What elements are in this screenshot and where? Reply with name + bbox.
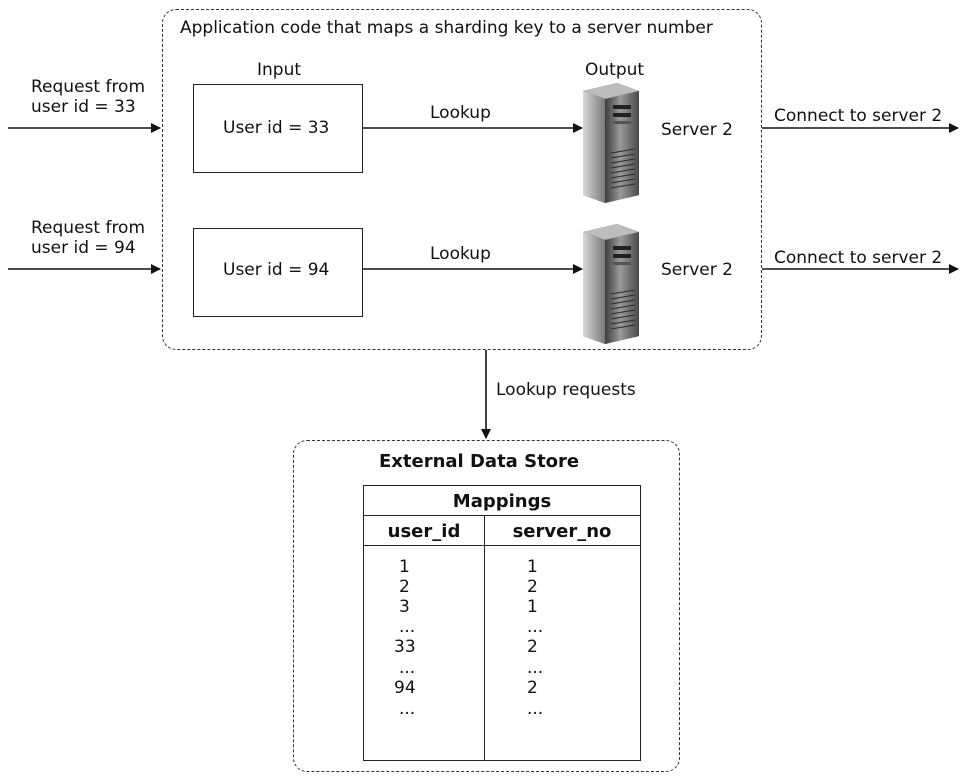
request-label-line2: user id = 94 <box>31 238 136 258</box>
table-cell: 2 <box>527 678 538 698</box>
input-box-2 <box>193 228 363 317</box>
lookup-label-1: Lookup <box>430 103 491 123</box>
request-label-line2: user id = 33 <box>31 97 136 117</box>
table-cell: 94 <box>394 678 416 698</box>
table-cell: 33 <box>394 637 416 657</box>
input-box-1 <box>193 84 363 173</box>
server-icon <box>583 224 639 344</box>
external-data-store-title: External Data Store <box>379 451 580 472</box>
application-box <box>162 9 762 350</box>
table-cell: 2 <box>527 577 538 597</box>
table-cell: 1 <box>399 557 410 577</box>
request-label-1: Request from user id = 33 <box>31 77 145 117</box>
table-cell: ... <box>399 658 416 678</box>
mappings-table: Mappings user_id server_no 1 1 2 2 3 1 .… <box>363 485 641 761</box>
column-separator <box>484 516 485 760</box>
table-title: Mappings <box>452 491 552 512</box>
column-header-server-no: server_no <box>512 521 612 542</box>
lookup-label-2: Lookup <box>430 244 491 264</box>
table-cell: ... <box>527 658 544 678</box>
connect-label-1: Connect to server 2 <box>774 106 943 126</box>
table-cell: 3 <box>399 597 410 617</box>
table-cell: ... <box>399 699 416 719</box>
table-cell: ... <box>399 617 416 637</box>
table-cell: ... <box>527 617 544 637</box>
server-label-1: Server 2 <box>661 120 733 140</box>
input-label: Input <box>257 60 302 80</box>
table-cell: 1 <box>527 557 538 577</box>
table-cell: 1 <box>527 597 538 617</box>
request-label-line1: Request from <box>31 77 146 97</box>
external-data-store-box <box>293 440 680 772</box>
table-cell: 2 <box>527 637 538 657</box>
server-icon <box>583 83 639 203</box>
table-header-row: user_id server_no <box>364 516 640 546</box>
output-label: Output <box>585 60 645 80</box>
column-header-user-id: user_id <box>387 521 461 542</box>
table-cell: 2 <box>399 577 410 597</box>
request-label-2: Request from user id = 94 <box>31 218 145 258</box>
input-box-1-text: User id = 33 <box>223 118 330 138</box>
lookup-requests-label: Lookup requests <box>496 380 636 400</box>
application-box-title: Application code that maps a sharding ke… <box>180 18 713 38</box>
table-cell: ... <box>527 699 544 719</box>
connect-label-2: Connect to server 2 <box>774 248 943 268</box>
input-box-2-text: User id = 94 <box>223 260 330 280</box>
server-label-2: Server 2 <box>661 260 733 280</box>
table-title-row: Mappings <box>364 486 640 516</box>
request-label-line1: Request from <box>31 218 146 238</box>
